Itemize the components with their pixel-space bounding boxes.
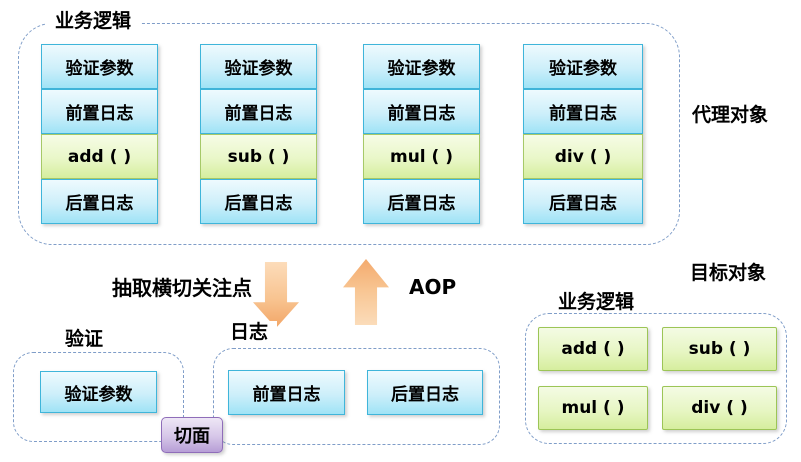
validate-params-cell: 验证参数 [363,44,480,89]
logging-container [213,348,500,445]
target-container [525,313,787,444]
pre-log-cell: 前置日志 [41,89,158,134]
post-log-cell: 后置日志 [200,179,317,224]
validation-container [13,352,184,442]
pre-log-cell: 前置日志 [363,89,480,134]
proxy-column-sub: 验证参数 前置日志 sub ( ) 后置日志 [200,44,317,224]
method-cell-mul: mul ( ) [363,134,480,179]
proxy-container-label: 业务逻辑 [46,10,141,32]
target-method-sub: sub ( ) [662,327,777,371]
proxy-container [18,23,680,245]
pre-log-cell: 前置日志 [200,89,317,134]
pre-log-cell: 前置日志 [523,89,643,134]
proxy-column-add: 验证参数 前置日志 add ( ) 后置日志 [41,44,158,224]
post-log-cell: 后置日志 [363,179,480,224]
proxy-column-div: 验证参数 前置日志 div ( ) 后置日志 [523,44,643,224]
extract-down-arrow [253,262,299,328]
proxy-object-label: 代理对象 [692,104,769,126]
method-cell-div: div ( ) [523,134,643,179]
proxy-column-mul: 验证参数 前置日志 mul ( ) 后置日志 [363,44,480,224]
validate-params-cell: 验证参数 [523,44,643,89]
validation-container-label: 验证 [56,328,113,350]
target-method-div: div ( ) [662,386,777,430]
post-log-cell: 后置日志 [523,179,643,224]
target-object-label: 目标对象 [690,262,767,284]
logging-container-label: 日志 [221,321,278,343]
post-log-box: 后置日志 [367,370,483,415]
pre-log-box: 前置日志 [228,370,345,415]
aop-label: AOP [409,275,457,299]
aop-up-arrow [343,259,389,325]
aspect-tag: 切面 [161,417,223,453]
target-method-add: add ( ) [538,327,648,371]
method-cell-add: add ( ) [41,134,158,179]
extract-crosscut-label: 抽取横切关注点 [112,276,252,300]
post-log-cell: 后置日志 [41,179,158,224]
target-container-label: 业务逻辑 [549,291,644,313]
target-method-mul: mul ( ) [538,386,648,430]
validate-params-cell: 验证参数 [41,44,158,89]
method-cell-sub: sub ( ) [200,134,317,179]
validate-params-box: 验证参数 [40,371,157,413]
validate-params-cell: 验证参数 [200,44,317,89]
